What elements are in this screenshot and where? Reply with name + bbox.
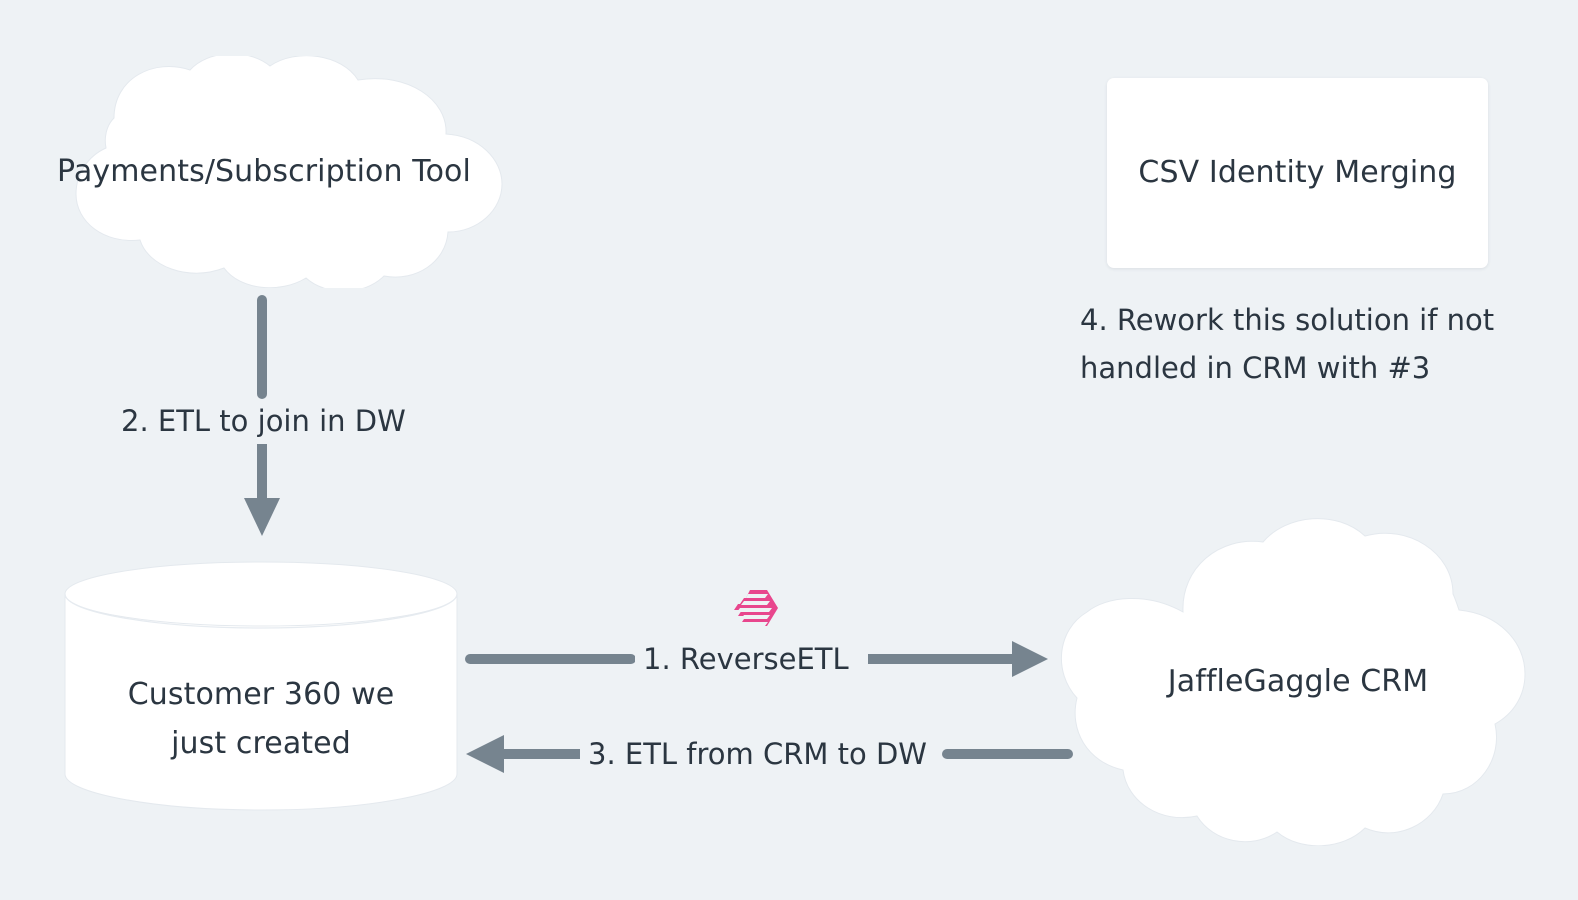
edge-label-etl-from-crm-to-dw: 3. ETL from CRM to DW	[580, 737, 935, 771]
hightouch-logo-icon	[734, 590, 778, 626]
arrow-crm-to-dw	[466, 735, 1073, 773]
edge-label-reverse-etl: 1. ReverseETL	[635, 642, 857, 676]
rework-note: 4. Rework this solution if not handled i…	[1080, 303, 1495, 385]
payments-subscription-cloud[interactable]	[8, 56, 520, 288]
csv-identity-merging-box[interactable]	[1107, 78, 1488, 268]
edge-label-etl-to-join-in-dw: 2. ETL to join in DW	[113, 404, 414, 438]
customer-360-database-cylinder[interactable]	[64, 560, 458, 816]
arrow-payments-to-dw	[244, 295, 280, 536]
jafflegaggle-crm-cloud[interactable]	[1055, 516, 1541, 846]
arrow-dw-to-crm	[465, 641, 1048, 677]
